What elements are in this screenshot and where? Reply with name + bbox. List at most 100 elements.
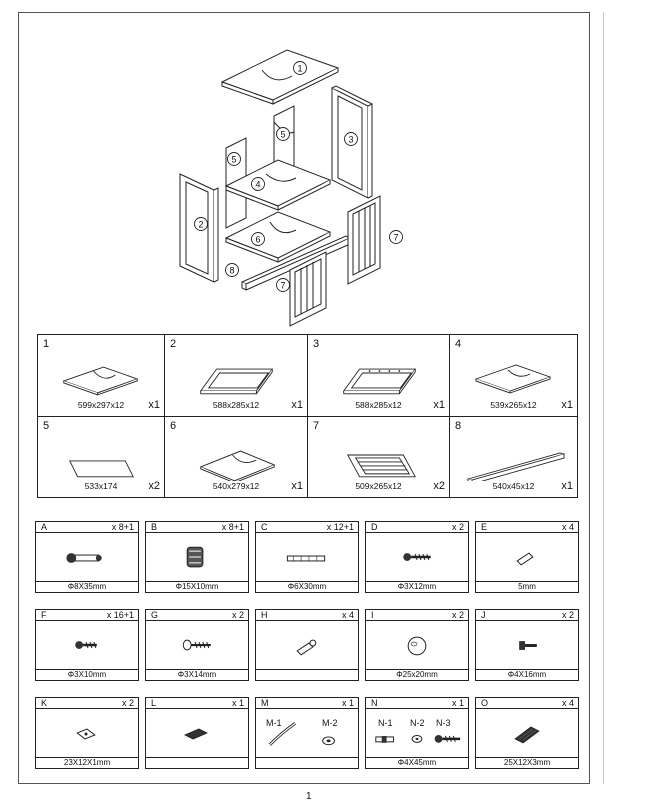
callout-5: 5	[231, 155, 236, 165]
part-quantity: x1	[291, 480, 303, 492]
hardware-quantity: x 2	[451, 610, 464, 620]
hardware-quantity: x 1	[341, 698, 354, 708]
part-quantity: x2	[148, 480, 160, 492]
hardware-sub-label: N-1	[378, 718, 393, 728]
page-number: 1	[306, 791, 312, 802]
callout-3: 3	[348, 135, 353, 145]
hardware-letter: G	[151, 610, 159, 620]
part-cell-2: 2 588x285x12 x1	[165, 335, 308, 417]
hardware-spec: 25X12X3mm	[476, 757, 578, 768]
callout-4: 4	[255, 180, 260, 190]
hardware-drawing	[403, 553, 431, 561]
hardware-drawing	[407, 636, 427, 656]
hardware-quantity: x 4	[341, 610, 354, 620]
hardware-letter: N	[371, 698, 378, 708]
hardware-quantity: x 2	[231, 610, 244, 620]
hardware-sub-label: M-1	[266, 718, 282, 728]
callout-5b: 5	[280, 130, 285, 140]
part-quantity: x1	[561, 480, 573, 492]
part-dimensions: 588x285x12	[212, 400, 260, 410]
hardware-drawing	[268, 722, 335, 746]
hardware-spec: Φ15X10mm	[146, 581, 248, 592]
hardware-drawing	[184, 728, 208, 740]
callout-1: 1	[297, 64, 302, 74]
hardware-quantity: x 1	[451, 698, 464, 708]
hardware-drawing	[516, 552, 534, 566]
hardware-drawing	[182, 639, 211, 651]
part-1-drawing	[62, 366, 139, 396]
hardware-spec	[256, 757, 358, 768]
hardware-spec	[146, 757, 248, 768]
hardware-quantity: x 12+1	[326, 522, 354, 532]
hardware-quantity: x 4	[561, 522, 574, 532]
callout-7: 7	[393, 233, 398, 243]
part-number: 4	[455, 338, 462, 350]
part-number: 2	[170, 338, 177, 350]
hardware-letter: K	[41, 698, 48, 708]
hardware-letter: O	[481, 698, 489, 708]
part-number: 5	[43, 420, 50, 432]
hardware-drawing	[186, 546, 204, 568]
part-2-drawing	[199, 368, 274, 395]
part-dimensions: 539x265x12	[490, 400, 537, 410]
hardware-quantity: x 8+1	[221, 522, 244, 532]
part-number: 3	[313, 338, 320, 350]
hardware-letter: L	[151, 698, 157, 708]
part-cell-1: 1 599x297x12 x1	[38, 335, 165, 417]
callout-2: 2	[198, 220, 203, 230]
part-number: 7	[313, 420, 320, 432]
hardware-spec: Φ4X45mm	[366, 757, 468, 768]
exploded-assembly-diagram: 1 2 3 4 5 5 6 7 7 8	[179, 49, 403, 327]
hardware-spec: Φ6X30mm	[256, 581, 358, 592]
part-cell-7: 7 509x265x12 x2	[308, 417, 450, 497]
hardware-quantity: x 2	[561, 610, 574, 620]
right-margin-rule	[603, 12, 604, 784]
part-quantity: x1	[148, 399, 160, 411]
hardware-letter: B	[151, 522, 158, 532]
callout-6: 6	[255, 235, 260, 245]
part-quantity: x1	[561, 399, 573, 411]
part-cell-5: 5 533x174 x2	[38, 417, 165, 497]
hardware-spec: Φ4X16mm	[476, 669, 578, 680]
part-number: 1	[43, 338, 50, 350]
hardware-letter: I	[371, 610, 374, 620]
part-dimensions: 540x279x12	[212, 481, 260, 491]
part-quantity: x1	[433, 399, 445, 411]
hardware-quantity: x 8+1	[111, 522, 134, 532]
part-dimensions: 533x174	[84, 481, 118, 491]
part-dimensions: 588x285x12	[355, 400, 402, 410]
hardware-drawing	[66, 553, 102, 563]
hardware-letter: E	[481, 522, 488, 532]
hardware-drawing	[296, 639, 317, 656]
hardware-spec: Φ8X35mm	[36, 581, 138, 592]
part-7-drawing	[346, 454, 416, 478]
part-5-drawing	[69, 460, 134, 478]
part-dimensions: 599x297x12	[77, 400, 125, 410]
part-6-drawing	[199, 450, 276, 481]
hardware-spec: Φ3X14mm	[146, 669, 248, 680]
